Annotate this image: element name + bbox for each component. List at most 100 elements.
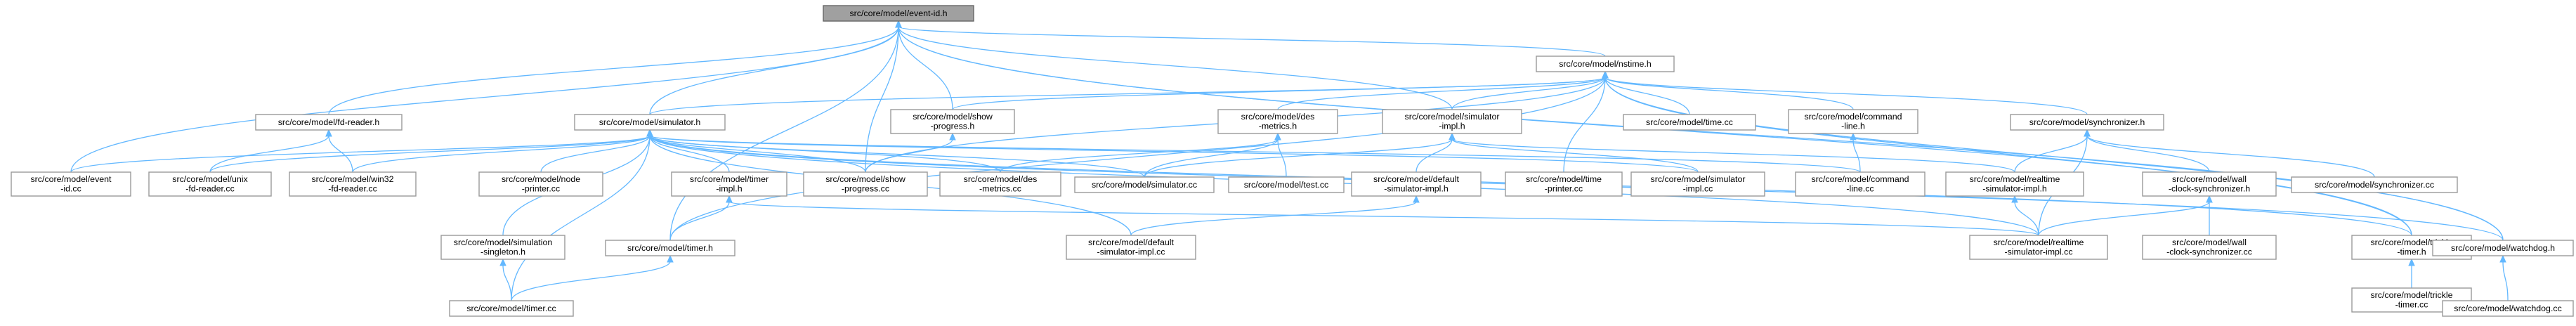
file-node-timer-impl-h[interactable]: src/core/model/timer-impl.h <box>671 171 787 197</box>
file-node-simulator-impl-h[interactable]: src/core/model/simulator-impl.h <box>1382 109 1522 134</box>
edge-path <box>898 26 953 110</box>
node-label: -id.cc <box>60 184 81 194</box>
file-node-simulator-cc[interactable]: src/core/model/simulator.cc <box>1074 176 1215 193</box>
edge-path <box>1451 77 1606 110</box>
file-node-des-metrics-cc[interactable]: src/core/model/des-metrics.cc <box>939 171 1061 197</box>
arrow-head <box>1413 195 1420 203</box>
edge-path <box>1144 138 1453 178</box>
edge-path <box>2014 201 2039 236</box>
node-box <box>1217 109 1338 134</box>
node-box <box>440 235 565 260</box>
node-label: -simulator-impl.cc <box>1097 247 1165 257</box>
file-node-fd-reader-h[interactable]: src/core/model/fd-reader.h <box>255 114 403 131</box>
file-node-test-cc[interactable]: src/core/model/test.cc <box>1228 176 1345 193</box>
edge-path <box>898 26 1606 57</box>
edge-path <box>1604 77 2088 115</box>
node-label: src/core/model/event-id.h <box>849 8 947 18</box>
node-label: src/core/model/test.cc <box>1244 180 1329 190</box>
dependency-edge <box>1602 70 1690 115</box>
node-box <box>574 114 726 131</box>
node-label: -timer.h <box>2397 247 2426 257</box>
node-label: src/core/model/synchronizer.h <box>2029 117 2145 127</box>
arrow-head <box>646 129 653 137</box>
node-label: src/core/model/node <box>502 174 580 184</box>
arrow-head <box>2206 195 2213 203</box>
node-box <box>478 171 603 197</box>
file-node-event-id-cc[interactable]: src/core/model/event-id.cc <box>11 171 131 197</box>
node-box <box>1788 109 1918 134</box>
dependency-edge <box>540 129 653 173</box>
dependency-edge <box>1416 132 1456 173</box>
dependency-edge <box>865 132 956 173</box>
file-node-simulator-h[interactable]: src/core/model/simulator.h <box>574 114 726 131</box>
node-box <box>1945 171 2084 197</box>
file-node-realtime-simulator-impl-h[interactable]: src/core/model/realtime-simulator-impl.h <box>1945 171 2084 197</box>
arrow-head <box>499 258 506 266</box>
node-box <box>1623 114 1756 131</box>
file-node-simulation-singleton-h[interactable]: src/core/model/simulation-singleton.h <box>440 235 565 260</box>
edge-path <box>1416 138 1453 173</box>
node-box <box>803 171 928 197</box>
file-node-watchdog-cc[interactable]: src/core/model/watchdog.cc <box>2442 300 2574 317</box>
node-box <box>255 114 403 131</box>
arrow-head <box>895 20 902 28</box>
edge-path <box>2502 261 2509 301</box>
node-label: src/core/model/time.cc <box>1646 117 1733 127</box>
arrow-head <box>1274 132 1281 141</box>
node-label: src/core/model/timer.h <box>627 243 713 253</box>
file-node-watchdog-h[interactable]: src/core/model/watchdog.h <box>2432 240 2574 256</box>
edge-path <box>511 261 671 301</box>
file-node-timer-h[interactable]: src/core/model/timer.h <box>605 240 735 256</box>
node-label: -metrics.h <box>1259 122 1297 131</box>
arrow-head <box>2011 195 2018 203</box>
node-label: -singleton.h <box>480 247 525 257</box>
file-node-show-progress-cc[interactable]: src/core/model/show-progress.cc <box>803 171 928 197</box>
file-node-wall-clock-synchronizer-h[interactable]: src/core/model/wall-clock-synchronizer.h <box>2142 171 2277 197</box>
node-label: src/core/model/timer.cc <box>466 304 556 313</box>
node-label: src/core/model/win32 <box>311 174 393 184</box>
file-node-default-simulator-impl-cc[interactable]: src/core/model/default-simulator-impl.cc <box>1066 235 1196 260</box>
node-label: -line.h <box>1841 122 1865 131</box>
edge-path <box>2086 135 2210 173</box>
node-label: src/core/model/default <box>1088 237 1174 247</box>
file-node-synchronizer-cc[interactable]: src/core/model/synchronizer.cc <box>2291 176 2458 193</box>
edge-path <box>669 77 1606 241</box>
file-node-default-simulator-impl-h[interactable]: src/core/model/default-simulator-impl.h <box>1351 171 1482 197</box>
file-node-des-metrics-h[interactable]: src/core/model/des-metrics.h <box>1217 109 1338 134</box>
file-node-event-id-h[interactable]: src/core/model/event-id.h <box>823 5 974 22</box>
file-node-nstime-h[interactable]: src/core/model/nstime.h <box>1536 56 1675 72</box>
file-node-time-printer-cc[interactable]: src/core/model/time-printer.cc <box>1505 171 1623 197</box>
edge-path <box>1451 138 1699 173</box>
dependency-edge <box>352 129 653 173</box>
file-node-wall-clock-synchronizer-cc[interactable]: src/core/model/wall-clock-synchronizer.c… <box>2142 235 2277 260</box>
dependency-edge <box>2084 129 2375 178</box>
node-label: src/core/model/simulator.cc <box>1092 180 1197 190</box>
node-label: src/core/model/fd-reader.h <box>278 117 380 127</box>
node-label: -metrics.cc <box>979 184 1021 194</box>
file-node-simulator-impl-cc[interactable]: src/core/model/simulator-impl.cc <box>1630 171 1765 197</box>
file-node-show-progress-h[interactable]: src/core/model/show-progress.h <box>890 109 1015 134</box>
node-box <box>939 171 1061 197</box>
file-node-synchronizer-h[interactable]: src/core/model/synchronizer.h <box>2010 114 2164 131</box>
node-label: -clock-synchronizer.cc <box>2166 247 2252 257</box>
file-node-node-printer-cc[interactable]: src/core/model/node-printer.cc <box>478 171 603 197</box>
node-label: -printer.cc <box>522 184 560 194</box>
file-node-command-line-h[interactable]: src/core/model/command-line.h <box>1788 109 1918 134</box>
file-node-command-line-cc[interactable]: src/core/model/command-line.cc <box>1795 171 1926 197</box>
file-node-realtime-simulator-impl-cc[interactable]: src/core/model/realtime-simulator-impl.c… <box>1969 235 2108 260</box>
file-node-win32-fd-reader-cc[interactable]: src/core/model/win32-fd-reader.cc <box>289 171 417 197</box>
file-node-unix-fd-reader-cc[interactable]: src/core/model/unix-fd-reader.cc <box>148 171 272 197</box>
node-box <box>1536 56 1675 72</box>
file-node-time-cc[interactable]: src/core/model/time.cc <box>1623 114 1756 131</box>
dependency-edge <box>726 195 2039 236</box>
edge-path <box>502 264 512 301</box>
node-label: src/core/model/simulator <box>1651 174 1746 184</box>
edge-path <box>649 26 899 115</box>
dependency-edge <box>895 20 1606 57</box>
edge-path <box>649 135 866 173</box>
file-node-timer-cc[interactable]: src/core/model/timer.cc <box>449 300 574 317</box>
node-label: src/core/model/synchronizer.cc <box>2315 180 2434 190</box>
edge-path <box>209 135 650 173</box>
node-box <box>148 171 272 197</box>
node-label: -impl.cc <box>1683 184 1713 194</box>
